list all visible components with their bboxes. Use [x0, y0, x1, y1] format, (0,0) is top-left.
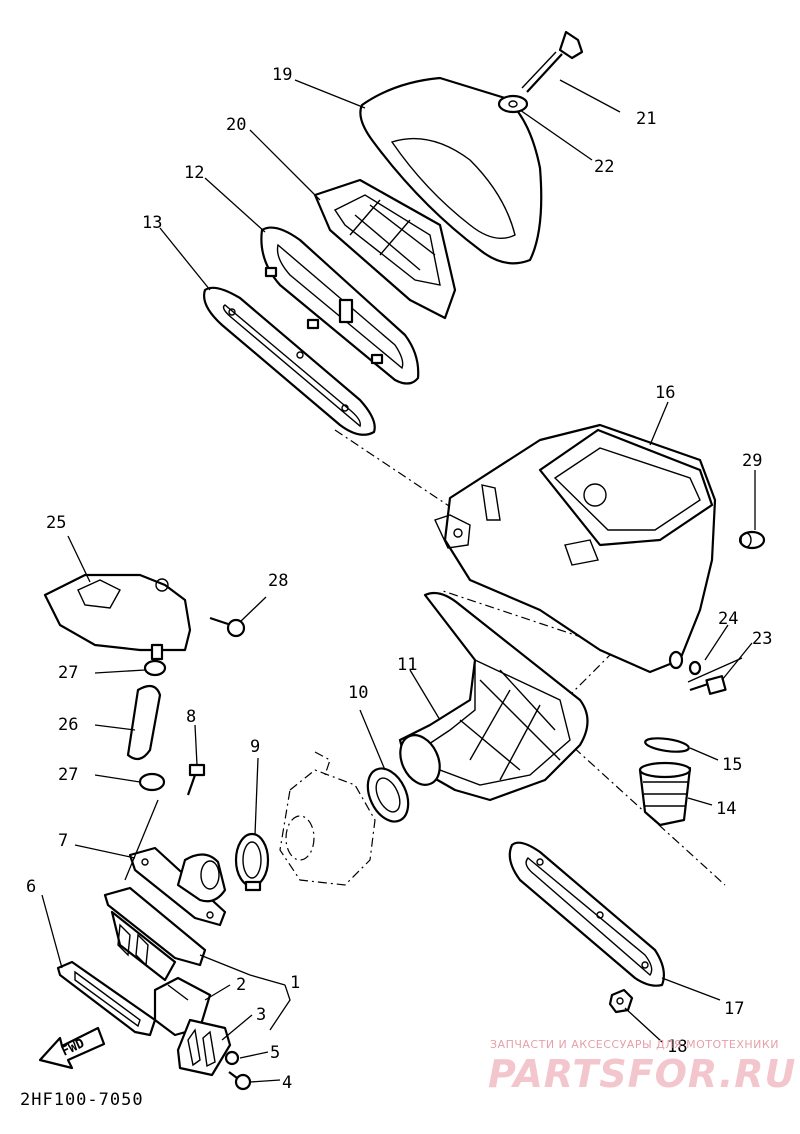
- part-15-o-ring: [644, 737, 690, 753]
- callout-21: 21: [636, 109, 656, 129]
- part-8-screw: [186, 763, 206, 796]
- part-9-clamp: [234, 832, 270, 892]
- part-6-gasket: [56, 960, 157, 1037]
- leader-lines: [41, 79, 756, 1083]
- part-25-cover: [43, 573, 192, 661]
- callout-15: 15: [722, 755, 742, 775]
- part-23-bolt: [689, 675, 727, 695]
- part-4-screw: [228, 1071, 252, 1091]
- part-7-carburetor-joint: [128, 846, 227, 927]
- callout-5: 5: [270, 1043, 280, 1063]
- part-3-reed-stopper: [176, 1018, 232, 1077]
- callout-6: 6: [26, 877, 36, 897]
- callout-26: 26: [58, 715, 78, 735]
- part-1-reed-valve-assembly: [103, 886, 207, 982]
- callout-14: 14: [716, 799, 736, 819]
- callout-11: 11: [397, 655, 417, 675]
- diagram-part-code: 2HF100-7050: [20, 1090, 144, 1110]
- part-20-element-guide: [313, 178, 457, 320]
- callout-17: 17: [724, 999, 744, 1019]
- callout-16: 16: [655, 383, 675, 403]
- callout-24: 24: [718, 609, 738, 629]
- part-17-gasket: [508, 841, 665, 987]
- watermark-caption: ЗАПЧАСТИ И АКСЕССУАРЫ ДЛЯ МОТОТЕХНИКИ: [490, 1038, 779, 1051]
- callout-19: 19: [272, 65, 292, 85]
- part-27-clamp-lower: [138, 772, 166, 792]
- part-16-air-filter-case: [434, 423, 717, 674]
- part-27-clamp-upper: [143, 659, 167, 677]
- callout-23: 23: [752, 629, 772, 649]
- part-21-bolt: [521, 30, 584, 93]
- part-5-washer: [224, 1050, 240, 1066]
- part-19-element-top: [359, 76, 543, 265]
- part-26-hose: [126, 684, 162, 761]
- callout-27-lower: 27: [58, 765, 78, 785]
- callout-29: 29: [742, 451, 762, 471]
- callout-27-upper: 27: [58, 663, 78, 683]
- callout-13: 13: [142, 213, 162, 233]
- callout-20: 20: [226, 115, 246, 135]
- callout-8: 8: [186, 707, 196, 727]
- callout-25: 25: [46, 513, 66, 533]
- part-12-air-filter-element: [260, 226, 420, 385]
- callout-1: 1: [290, 973, 300, 993]
- callout-3: 3: [256, 1005, 266, 1025]
- part-18-nut: [608, 988, 634, 1014]
- part-13-gasket: [203, 286, 376, 436]
- callout-28: 28: [268, 571, 288, 591]
- callout-4: 4: [282, 1073, 292, 1093]
- part-10-clamp: [366, 767, 410, 823]
- callout-18: 18: [667, 1037, 687, 1057]
- assembly-reference-lines: [334, 429, 726, 886]
- callout-9: 9: [250, 737, 260, 757]
- part-29-grommet: [738, 530, 766, 550]
- callout-2: 2: [236, 975, 246, 995]
- callout-22: 22: [594, 157, 614, 177]
- callout-12: 12: [184, 163, 204, 183]
- callout-7: 7: [58, 831, 68, 851]
- part-14-boot: [638, 761, 692, 827]
- part-11-air-filter-joint: [398, 591, 589, 802]
- callout-labels: 19 20 12 13 21 22 16 29 24 23 25 28 27 2…: [26, 65, 772, 1093]
- carburetor-reference-outline: [279, 751, 376, 886]
- part-28-bolt: [209, 616, 246, 638]
- fwd-direction-arrow: FWD: [38, 1026, 106, 1070]
- watermark-logo: PARTSFOR.RU: [488, 1052, 797, 1096]
- callout-10: 10: [348, 683, 368, 703]
- part-22-washer: [497, 94, 529, 114]
- part-24-washer: [668, 650, 702, 676]
